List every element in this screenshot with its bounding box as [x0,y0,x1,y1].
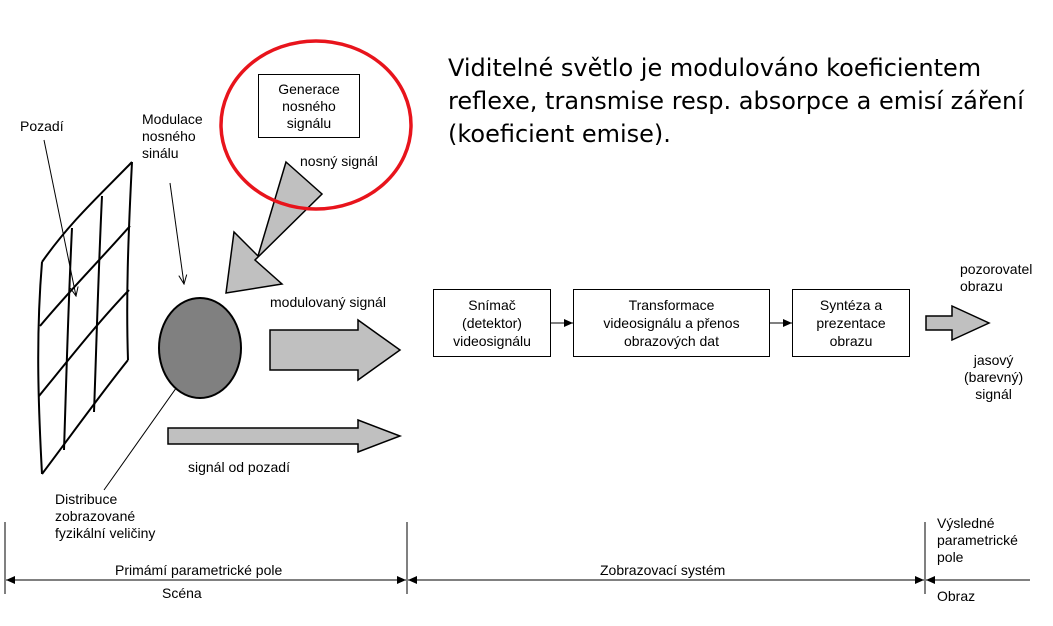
highlight-circle [219,39,413,211]
bottom-scale [4,522,1030,594]
label-zobrazovaci-system: Zobrazovací systém [600,562,726,578]
output-arrow [925,304,991,342]
label-pozorovatel: pozorovatel obrazu [960,261,1033,294]
modulace-pointer [169,182,184,284]
label-modulace: Modulace nosného sinálu [142,111,203,161]
transformation-box: Transformace videosignálu a přenos obraz… [573,289,770,357]
carrier-signal-arrow [225,160,324,294]
label-distribuce: Distribuce zobrazované fyzikální veličin… [55,491,156,541]
detector-box: Snímač (detektor) videosignálu [433,289,551,357]
explanation-note: Viditelné světlo je modulováno koeficien… [448,52,1048,151]
background-grid-shape [37,161,133,475]
label-modulovany-signal: modulovaný signál [270,294,386,310]
label-jasovy-signal: jasový (barevný) signál [964,352,1024,402]
note-line: (koeficient emise). [448,120,671,148]
label-nosny-signal: nosný signál [300,153,378,169]
label-obraz: Obraz [937,588,976,604]
pozadi-pointer [43,139,76,296]
carrier-generator-box: Generace nosného signálu [258,74,360,138]
note-line: reflexe, transmise resp. absorpce a emis… [448,87,1024,115]
label-primarni-pole: Primámí parametrické pole [115,562,283,578]
modulated-signal-arrow [269,318,402,382]
note-line: Viditelné světlo je modulováno koeficien… [448,54,982,82]
label-signal-od-pozadi: signál od pozadí [188,459,290,475]
synthesis-box: Syntéza a prezentace obrazu [792,289,910,357]
label-vysledne-pole: Výsledné parametrické pole [937,515,1018,565]
object-ellipse [158,297,242,399]
background-signal-arrow [167,418,403,454]
label-scena: Scéna [162,585,202,601]
label-pozadi: Pozadí [20,118,64,134]
